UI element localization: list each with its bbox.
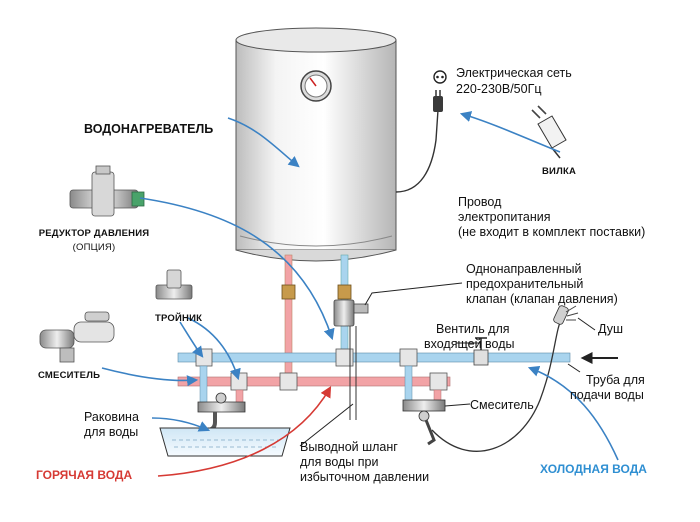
power-cable (395, 109, 439, 193)
valve-label-line3: клапан (клапан давления) (466, 292, 618, 306)
hot-water-pipe (177, 376, 451, 387)
shower-head-icon (553, 305, 579, 325)
sink-label-line1: Раковина (84, 410, 139, 424)
shower-hose (431, 317, 563, 452)
cable-label-line1: Провод (458, 195, 502, 209)
hot-nipple (281, 284, 296, 300)
drain-label-line2: для воды при (300, 455, 379, 469)
reducer-label-line2: (ОПЦИЯ) (72, 242, 116, 253)
cold-water-pipe (177, 352, 571, 363)
cable-label-line3: (не входит в комплект поставки) (458, 225, 646, 239)
pressure-reducer-icon (69, 165, 145, 217)
water-heater-tank (235, 27, 397, 262)
sink-basin (159, 427, 291, 457)
tee-fitting-icon (155, 269, 193, 300)
mixer-right-label: Смеситель (470, 398, 534, 412)
supply-label-line1: Труба для (586, 373, 645, 387)
valve-label-line2: предохранительный (466, 277, 584, 291)
drain-label-line3: избыточном давлении (300, 470, 430, 484)
tee-label: ТРОЙНИК (155, 313, 203, 324)
reducer-label-line1: РЕДУКТОР ДАВЛЕНИЯ (38, 228, 150, 239)
supply-label-line2: подачи воды (570, 388, 644, 402)
water-heater-label: ВОДОНАГРЕВАТЕЛЬ (84, 122, 214, 136)
drain-hose (349, 326, 357, 420)
inlet-valve-label-line2: входящей воды (424, 337, 515, 351)
thermometer-gauge-icon (300, 70, 332, 102)
shower-label: Душ (598, 322, 624, 336)
cold-nipple (337, 284, 352, 300)
shower-cold-branch (404, 365, 413, 405)
hot-water-label: ГОРЯЧАЯ ВОДА (36, 468, 133, 482)
plug-label: ВИЛКА (542, 166, 577, 177)
power-socket-icon (433, 70, 447, 84)
mixer-tap-icon (39, 311, 115, 363)
cable-label-line2: электропитания (458, 210, 551, 224)
sink-cold-branch (199, 365, 208, 405)
valve-label-line1: Однонаправленный (466, 262, 582, 276)
mains-label-line1: Электрическая сеть (456, 66, 572, 80)
shower-mixer (402, 399, 446, 446)
inlet-valve-label-line1: Вентиль для (436, 322, 510, 336)
drain-label-line1: Выводной шланг (300, 440, 398, 454)
plug-picture (531, 105, 567, 159)
pointer-arrows (101, 111, 619, 477)
leader-lines (299, 282, 596, 447)
inlet-valve (473, 337, 489, 366)
cold-water-label: ХОЛОДНАЯ ВОДА (540, 462, 647, 476)
safety-valve (333, 299, 369, 327)
mixer-left-label: СМЕСИТЕЛЬ (38, 370, 101, 381)
power-plug-icon (433, 90, 443, 112)
sink-label-line2: для воды (84, 425, 139, 439)
mains-label-line2: 220-230В/50Гц (456, 82, 542, 96)
